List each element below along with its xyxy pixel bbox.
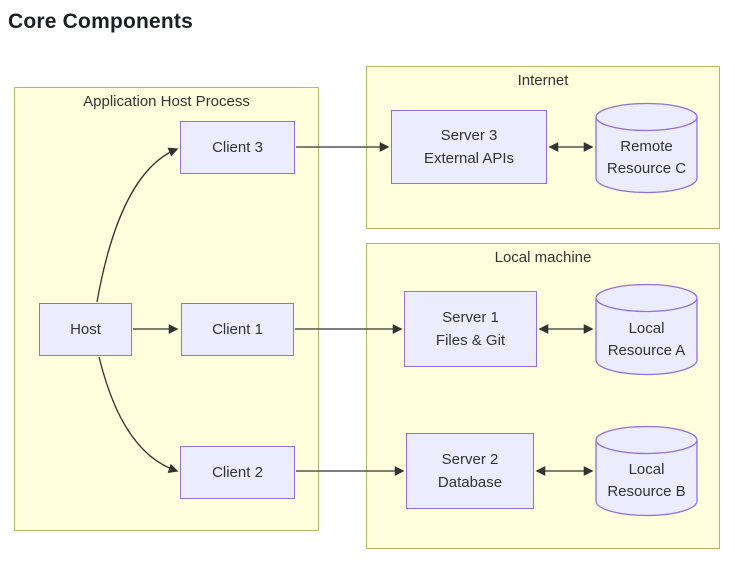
group-label-local-machine: Local machine: [494, 249, 592, 266]
node-server-1: Server 1 Files & Git: [404, 291, 537, 367]
page-title: Core Components: [8, 10, 194, 33]
node-local-resource-a-line2: Resource A: [607, 341, 686, 359]
group-label-internet: Internet: [517, 72, 569, 89]
node-server-2-line2: Database: [437, 474, 503, 491]
node-client-2-label: Client 2: [212, 464, 263, 481]
node-local-resource-a-line1: Local: [628, 319, 665, 337]
node-local-resource-b: Local Resource B: [595, 425, 698, 517]
node-remote-resource-c-line2: Resource C: [606, 160, 687, 177]
node-host-label: Host: [70, 321, 101, 338]
node-local-resource-b-line2: Resource B: [607, 483, 686, 500]
node-client-1-label: Client 1: [212, 321, 263, 338]
node-server-3-line1: Server 3: [440, 127, 498, 144]
node-client-3-label: Client 3: [212, 139, 263, 156]
node-client-2: Client 2: [180, 446, 295, 499]
node-server-2-line1: Server 2: [441, 451, 499, 468]
node-host: Host: [39, 303, 132, 356]
node-remote-resource-c-line1: Remote: [620, 138, 673, 155]
database-cylinder-icon: [595, 102, 698, 194]
node-server-3-line2: External APIs: [423, 150, 515, 167]
node-server-1-line2: Files & Git: [435, 332, 506, 349]
group-label-application-host-process: Application Host Process: [83, 93, 250, 110]
node-remote-resource-c: Remote Resource C: [595, 102, 698, 194]
node-server-1-line1: Server 1: [442, 309, 499, 326]
database-cylinder-icon: [595, 283, 698, 376]
node-client-1: Client 1: [181, 303, 294, 356]
node-local-resource-a: Local Resource A: [595, 283, 698, 376]
node-local-resource-b-line1: Local: [628, 461, 665, 478]
node-server-2: Server 2 Database: [406, 433, 534, 509]
node-client-3: Client 3: [180, 121, 295, 174]
node-server-3: Server 3 External APIs: [391, 110, 547, 184]
database-cylinder-icon: [595, 425, 698, 517]
